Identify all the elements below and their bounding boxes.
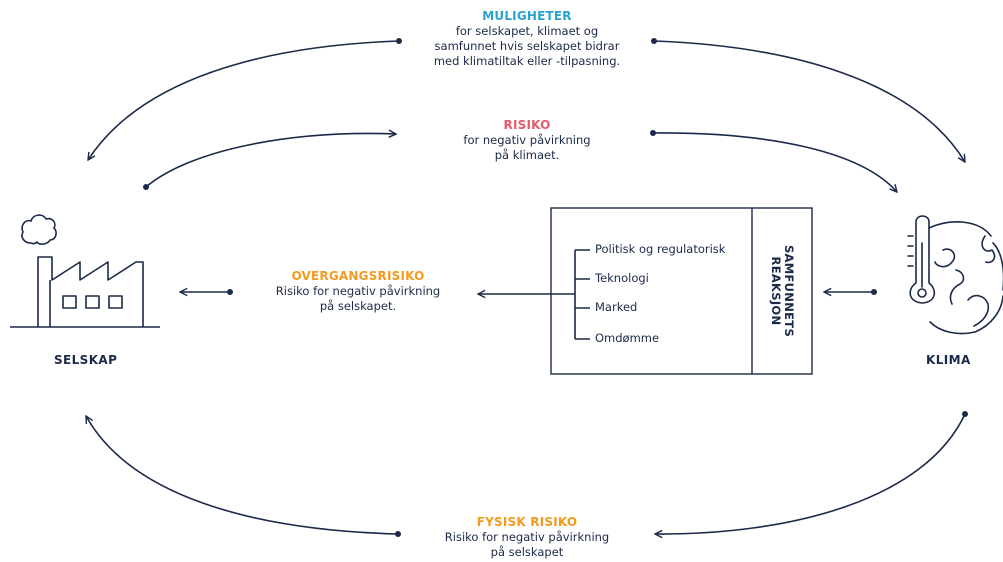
risiko-line: på klimaet. (494, 148, 560, 162)
fysisk-risiko-title: FYSISK RISIKO (476, 515, 578, 529)
fysisk-risiko-line: på selskapet (490, 545, 564, 559)
reaksjon-item: Politisk og regulatorisk (595, 242, 726, 256)
arrow-risiko-to-klima (652, 132, 897, 192)
reaksjon-item: Teknologi (595, 271, 649, 285)
risiko-title: RISIKO (503, 118, 551, 132)
fysisk-risiko-text: FYSISK RISIKO Risiko for negativ påvirkn… (417, 515, 637, 560)
reaksjon-item: Marked (595, 300, 638, 314)
climate-thermometer-globe-icon (907, 215, 1003, 335)
arrow-fysisk-to-selskap (86, 416, 399, 535)
muligheter-line: med klimatiltak eller -tilpasning. (433, 54, 621, 68)
fysisk-risiko-line: Risiko for negativ påvirkning (444, 530, 610, 544)
muligheter-line: for selskapet, klimaet og (455, 24, 599, 38)
muligheter-text: MULIGHETER for selskapet, klimaet og sam… (397, 9, 657, 69)
arrow-muligheter-to-klima (653, 40, 965, 162)
box-bracket (574, 249, 590, 340)
samfunnets-reaksjon-title: SAMFUNNETS REAKSJON (752, 209, 812, 373)
muligheter-title: MULIGHETER (482, 9, 572, 23)
reaksjon-item: Omdømme (595, 331, 660, 345)
overgangsrisiko-title: OVERGANGSRISIKO (291, 269, 425, 283)
muligheter-line: samfunnet hvis selskapet bidrar (434, 39, 620, 53)
risiko-line: for negativ påvirkning (463, 133, 591, 147)
overgangsrisiko-line: på selskapet. (319, 299, 397, 313)
samfunnets-reaksjon-box (550, 207, 813, 375)
arrow-muligheter-to-selskap (88, 40, 400, 160)
arrow-selskap-to-risiko (145, 133, 396, 188)
overgangsrisiko-line: Risiko for negativ påvirkning (275, 284, 441, 298)
risiko-text: RISIKO for negativ påvirkning på klimaet… (422, 118, 632, 163)
selskap-label: SELSKAP (54, 353, 118, 367)
reaksjon-title-line: REAKSJON (769, 256, 783, 326)
klima-label: KLIMA (926, 353, 971, 367)
arrow-klima-to-fysisk (655, 413, 966, 534)
factory-icon (10, 214, 160, 328)
reaksjon-title-line: SAMFUNNETS (782, 244, 796, 338)
overgangsrisiko-text: OVERGANGSRISIKO Risiko for negativ påvir… (248, 269, 468, 314)
